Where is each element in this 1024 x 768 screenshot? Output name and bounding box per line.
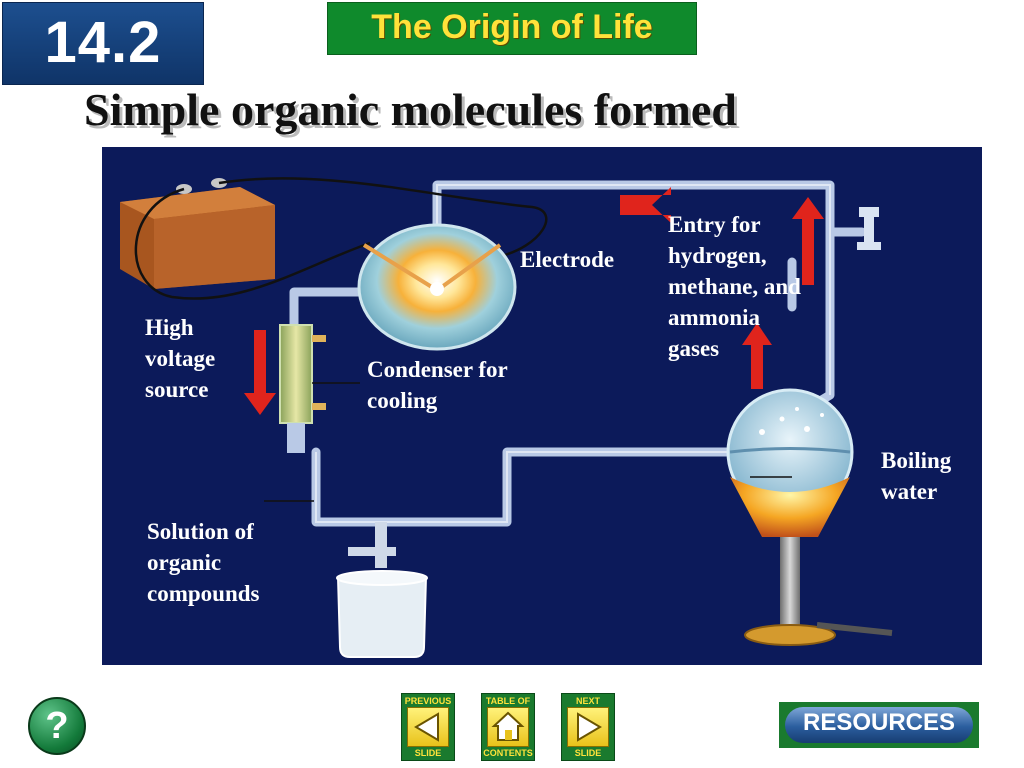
label-line: hydrogen, [668,243,767,268]
label-line: source [145,377,209,402]
left-triangle-icon [407,707,449,747]
label-line: Boiling [881,448,952,473]
right-triangle-icon [567,707,609,747]
label-entry-gases: Entry for hydrogen, methane, and ammonia… [668,209,801,364]
label-line: water [881,479,938,504]
house-icon [487,707,529,747]
label-condenser: Condenser for cooling [367,354,508,416]
label-line: voltage [145,346,216,371]
question-mark-icon: ? [45,705,69,747]
condenser [279,324,326,453]
miller-urey-apparatus-diagram: Electrode Entry for hydrogen, methane, a… [102,147,982,665]
flow-arrow [244,330,276,415]
battery-icon [120,178,275,289]
contents-caption-top: TABLE OF [485,696,531,706]
next-slide-button[interactable]: NEXT SLIDE [561,693,615,761]
label-line: organic [147,550,222,575]
label-boiling-water: Boiling water [881,445,951,507]
flow-arrow [742,323,772,389]
previous-caption-top: PREVIOUS [404,696,452,706]
previous-slide-button[interactable]: PREVIOUS SLIDE [401,693,455,761]
next-caption-bottom: SLIDE [574,748,602,758]
label-line: High [145,315,194,340]
apparatus-illustration [120,177,893,658]
resources-button[interactable]: RESOURCES [779,702,979,748]
contents-caption-bottom: CONTENTS [483,748,533,758]
label-line: ammonia [668,305,760,330]
electrode-wires [134,177,548,300]
resources-label: RESOURCES [802,709,956,736]
section-number: 14.2 [44,10,162,75]
label-line: Entry for [668,212,761,237]
label-solution: Solution of organic compounds [147,516,259,609]
label-line: methane, and [668,274,801,299]
help-button[interactable]: ? [28,697,86,755]
label-line: gases [668,336,720,361]
chapter-title: The Origin of Life [371,8,653,46]
table-of-contents-button[interactable]: TABLE OF CONTENTS [481,693,535,761]
chapter-title-banner: The Origin of Life [327,2,697,55]
label-leader-lines [264,382,792,502]
label-line: cooling [367,388,438,413]
gas-inlet-valve [857,207,881,250]
flow-arrow [792,197,824,285]
section-number-badge: 14.2 [2,2,204,85]
next-caption-top: NEXT [575,696,600,706]
label-high-voltage: High voltage source [145,312,215,405]
slide-title: Simple organic molecules formed [84,84,737,135]
collection-stopcock [348,522,396,568]
spark-flask [357,223,517,351]
flow-arrow [620,187,671,223]
previous-caption-bottom: SLIDE [414,748,442,758]
bunsen-burner [730,477,893,646]
label-electrode: Electrode [520,247,615,272]
label-line: Solution of [147,519,254,544]
label-line: Condenser for [367,357,508,382]
label-line: compounds [147,581,260,606]
resources-pill [785,707,973,743]
beaker [336,570,428,658]
